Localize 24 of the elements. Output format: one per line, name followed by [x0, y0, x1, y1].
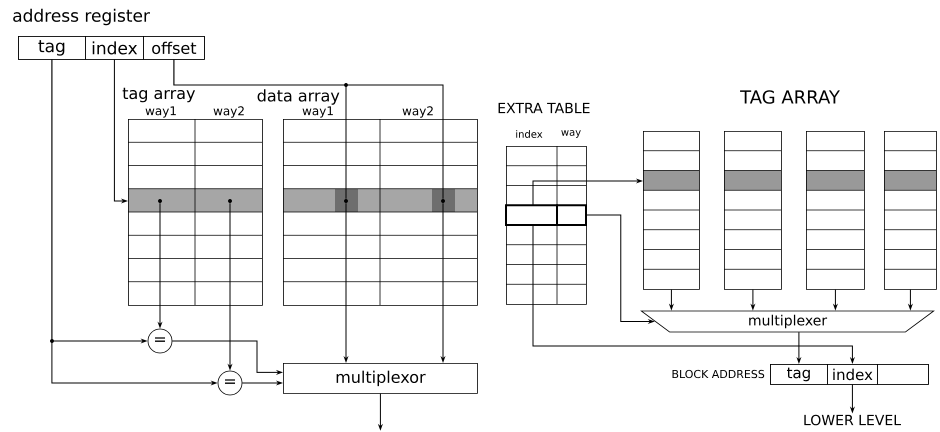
table-column: [642, 131, 700, 290]
multiplexor-box: multiplexor: [283, 363, 478, 394]
register-heading: address register: [13, 8, 150, 26]
empty-box: [877, 364, 929, 385]
field-box: index: [827, 364, 878, 385]
table-heading: EXTRA TABLE: [498, 102, 590, 114]
field-box: tag: [18, 36, 86, 60]
table-heading: tag array: [122, 88, 196, 102]
field-box: index: [85, 36, 144, 60]
column-header: way: [561, 130, 581, 138]
table-column: [884, 131, 937, 290]
array-title: TAG ARRAY: [740, 90, 840, 104]
output-label: LOWER LEVEL: [804, 414, 901, 426]
table-heading: data array: [258, 89, 340, 105]
field-box: offset: [143, 36, 205, 60]
column-header: way1: [302, 106, 333, 118]
column-header: index: [516, 130, 542, 138]
side-label: BLOCK ADDRESS: [672, 370, 764, 378]
table-column: [806, 131, 865, 290]
table-column: [724, 131, 782, 290]
column-header: way1: [146, 106, 176, 118]
column-header: way2: [402, 106, 433, 118]
field-box: tag: [770, 364, 828, 385]
column-header: way2: [214, 106, 244, 118]
